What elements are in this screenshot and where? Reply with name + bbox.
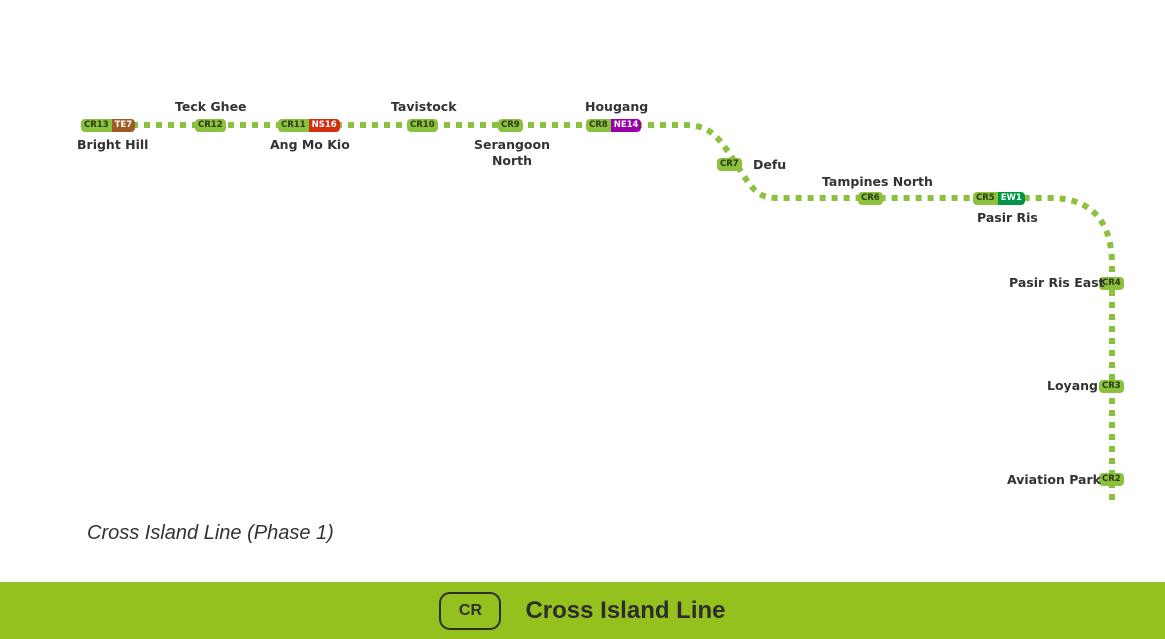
- station-code: CR11: [278, 119, 309, 132]
- station-code: CR8: [586, 119, 611, 132]
- line-footer: CR Cross Island Line: [0, 582, 1165, 639]
- station-code: CR12: [195, 119, 226, 132]
- line-code-badge: CR: [439, 591, 502, 630]
- station-name: Defu: [753, 157, 787, 172]
- interchange-code: EW1: [997, 192, 1025, 205]
- station-code: CR10: [407, 119, 438, 132]
- station-name: Hougang: [585, 99, 649, 114]
- interchange-code: NS16: [308, 119, 340, 132]
- station-name: Pasir Ris: [977, 210, 1038, 225]
- station-badge-cr3[interactable]: CR3: [1099, 380, 1124, 393]
- station-code: CR4: [1099, 277, 1124, 290]
- station-code: CR3: [1099, 380, 1124, 393]
- station-name: Pasir Ris East: [1009, 275, 1105, 290]
- station-name: Loyang: [1047, 378, 1098, 393]
- station-name: Bright Hill: [77, 137, 149, 152]
- station-badge-cr6[interactable]: CR6: [858, 192, 883, 205]
- station-badge-cr2[interactable]: CR2: [1099, 473, 1124, 486]
- station-code: CR2: [1099, 473, 1124, 486]
- station-code: CR5: [973, 192, 998, 205]
- station-badge-cr4[interactable]: CR4: [1099, 277, 1124, 290]
- station-badge-cr7[interactable]: CR7: [717, 158, 742, 171]
- station-name: Tavistock: [391, 99, 457, 114]
- station-name: Serangoon North: [473, 137, 550, 168]
- station-code: CR6: [858, 192, 883, 205]
- station-name: Teck Ghee: [175, 99, 247, 114]
- map-caption: Cross Island Line (Phase 1): [87, 522, 334, 544]
- station-code: CR9: [498, 119, 523, 132]
- station-badge-cr12[interactable]: CR12: [195, 119, 226, 132]
- interchange-code: NE14: [610, 119, 642, 132]
- station-code: CR13: [81, 119, 112, 132]
- station-name: Aviation Park: [1007, 472, 1101, 487]
- station-name: Ang Mo Kio: [270, 137, 350, 152]
- station-badge-cr10[interactable]: CR10: [407, 119, 438, 132]
- station-badge-cr9[interactable]: CR9: [498, 119, 523, 132]
- line-track: [20, 122, 1115, 545]
- station-name: Tampines North: [822, 174, 933, 189]
- interchange-code: TE7: [111, 119, 136, 132]
- station-code: CR7: [717, 158, 742, 171]
- line-name: Cross Island Line: [525, 596, 726, 624]
